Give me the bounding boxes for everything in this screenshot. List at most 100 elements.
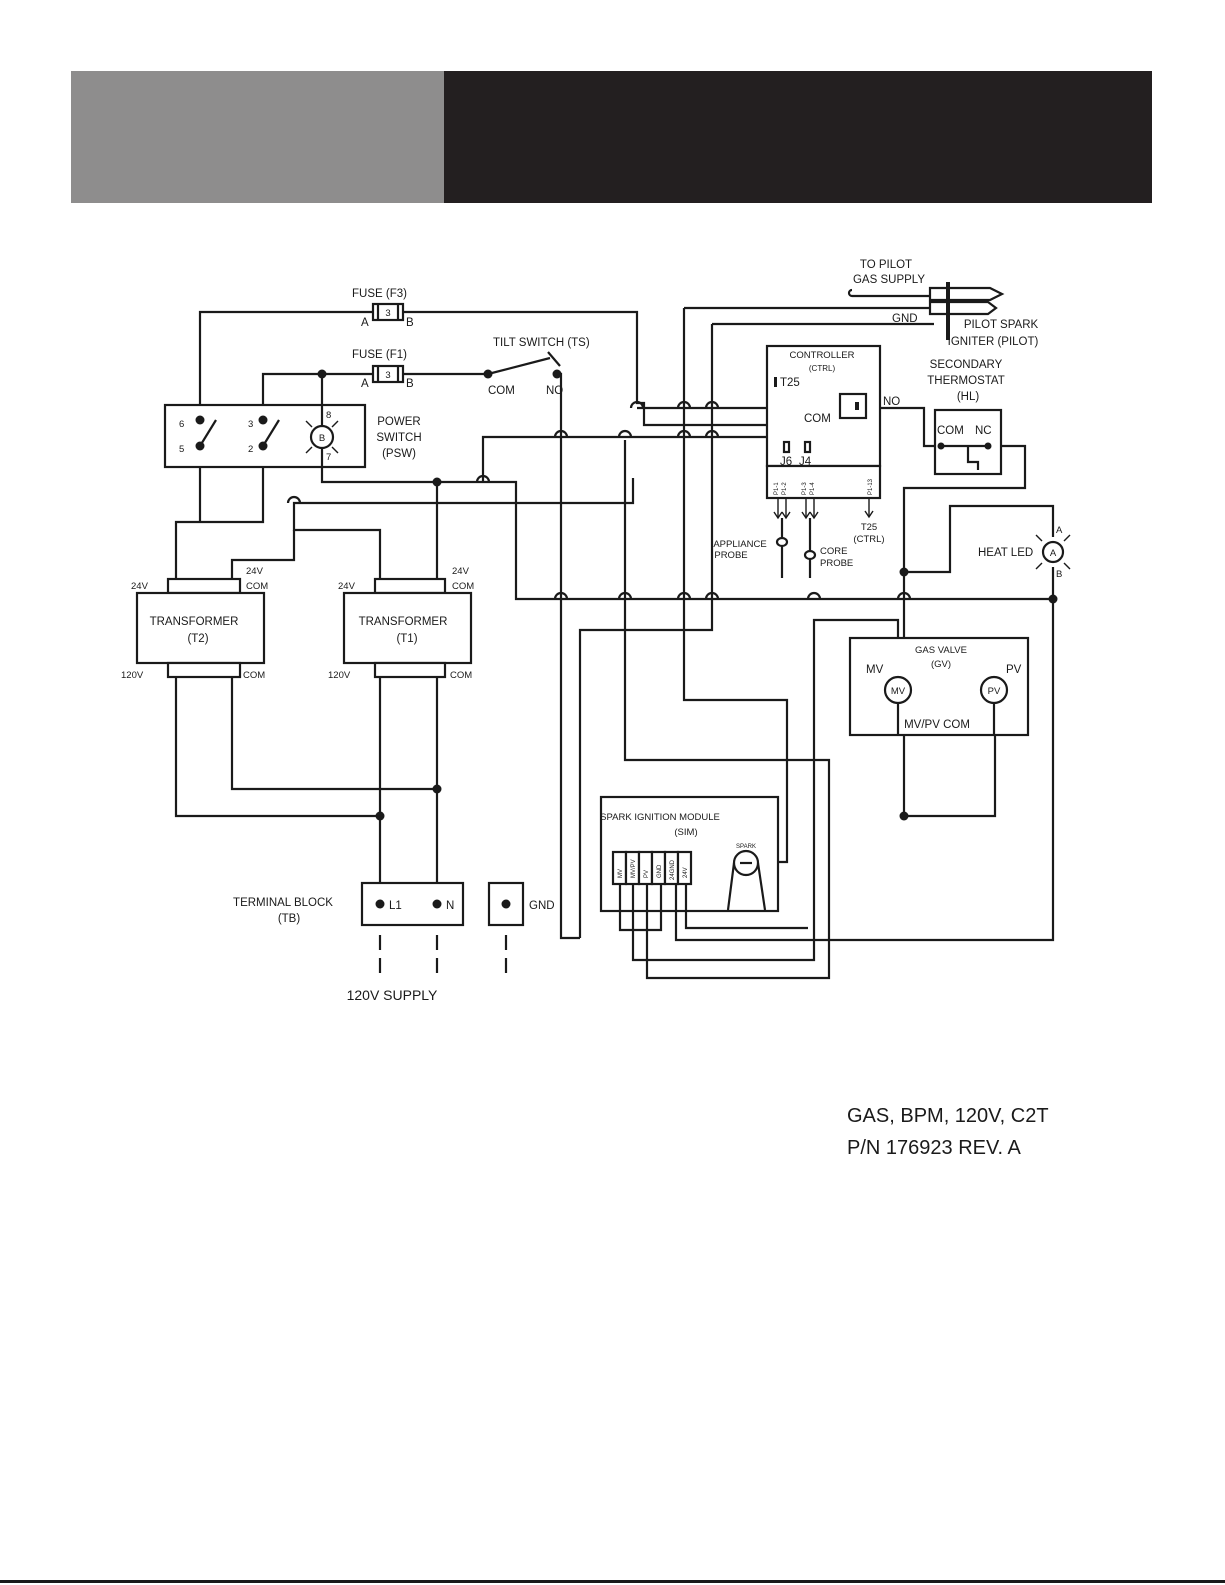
controller-p1-1: P1-1 (774, 482, 780, 495)
heat-led-label: HEAT LED (978, 547, 1033, 559)
fuse-f1-a: A (361, 378, 369, 390)
gas-valve-mv: MV (866, 664, 884, 676)
transformer-t2-name: TRANSFORMER (150, 616, 239, 628)
heat-led-b: B (1056, 569, 1062, 580)
heat-led-a: A (1056, 525, 1063, 536)
pilot-igniter-2: IGNITER (PILOT) (948, 336, 1039, 348)
terminal-block: L1 N GND TERMINAL BLOCK (TB) 120V SUPPLY (233, 881, 555, 1003)
pilot-gas-1: TO PILOT (860, 259, 912, 271)
transformer-t2-24v: 24V (131, 581, 149, 592)
sim-pin-mvpv: MV/PV (631, 859, 637, 878)
transformer-t1: TRANSFORMER (T1) 24V 24V COM 120V COM (328, 566, 474, 681)
transformer-t1-24vcom-2: COM (452, 581, 474, 592)
secondary-thermostat: COM NC SECONDARY THERMOSTAT (HL) (927, 359, 1005, 476)
transformer-t1-id: (T1) (396, 633, 417, 645)
tilt-switch-no: NO (546, 385, 563, 397)
power-switch-t5: 5 (179, 444, 184, 455)
power-switch-label-2: SWITCH (376, 432, 421, 444)
appliance-probe-1: APPLIANCE (713, 539, 766, 550)
footer-rule (0, 1580, 1225, 1583)
transformer-t2: TRANSFORMER (T2) 24V 24V COM 120V COM (121, 566, 268, 681)
thermostat-label-3: (HL) (957, 391, 980, 403)
tilt-switch: TILT SWITCH (TS) COM NO (483, 337, 590, 397)
terminal-gnd: GND (529, 900, 555, 912)
transformer-t2-id: (T2) (187, 633, 208, 645)
pilot-gnd: GND (892, 313, 918, 325)
gas-valve-label-2: (GV) (931, 659, 951, 670)
sim-pin-gnd: GND (657, 864, 663, 878)
controller-t25: T25 (780, 377, 800, 389)
pilot-igniter-1: PILOT SPARK (964, 319, 1039, 331)
gas-valve-pv: PV (1006, 664, 1022, 676)
power-switch: B 6 5 3 2 8 7 POWER SWITCH (PSW) (163, 403, 422, 469)
sim-label-1: SPARK IGNITION MODULE (600, 812, 720, 823)
tilt-switch-label: TILT SWITCH (TS) (493, 337, 590, 349)
gas-valve-pv-coil: PV (988, 686, 1001, 697)
transformer-t1-com: COM (450, 670, 472, 681)
supply-label: 120V SUPPLY (347, 987, 438, 1003)
transformer-t2-24vcom-2: COM (246, 581, 268, 592)
controller: CONTROLLER (CTRL) T25 COM NO J6 J4 P1-1 … (765, 344, 900, 500)
wire-crossings (286, 400, 912, 600)
power-switch-label-1: POWER (377, 416, 420, 428)
power-switch-t2: 2 (248, 444, 253, 455)
terminal-block-label-1: TERMINAL BLOCK (233, 897, 333, 909)
fuse-f3-a: A (361, 317, 369, 329)
fuse-f3-rating: 3 (385, 308, 390, 319)
controller-p1-2: P1-2 (782, 482, 788, 495)
power-switch-lamp: B (319, 433, 325, 444)
sim-spark: SPARK (736, 844, 756, 850)
power-switch-t8: 8 (326, 410, 331, 421)
heat-led-lamp: A (1050, 548, 1057, 559)
terminal-block-label-2: (TB) (278, 913, 301, 925)
gas-valve-com: MV/PV COM (904, 719, 970, 731)
transformer-t2-com: COM (243, 670, 265, 681)
fuse-f1-label: FUSE (F1) (352, 349, 407, 361)
fuse-f1-b: B (406, 378, 414, 390)
power-switch-label-3: (PSW) (382, 448, 416, 460)
t25-ctrl-2: (CTRL) (853, 534, 884, 545)
terminal-n: N (446, 900, 454, 912)
power-switch-t7: 7 (326, 452, 331, 463)
transformer-t1-24v: 24V (338, 581, 356, 592)
sim-pins: MV MV/PV PV GND 24GND 24V (611, 850, 693, 910)
controller-p1-4: P1-4 (810, 482, 816, 495)
model-info: GAS, BPM, 120V, C2T P/N 176923 REV. A (847, 1105, 1049, 1159)
fuse-f3-b: B (406, 317, 414, 329)
controller-label-1: CONTROLLER (790, 350, 855, 361)
model-line-2: P/N 176923 REV. A (847, 1137, 1021, 1159)
pilot-gas-2: GAS SUPPLY (853, 274, 925, 286)
sim-pin-mv: MV (618, 869, 624, 878)
gas-valve-mv-coil: MV (891, 686, 906, 697)
fuse-f1-rating: 3 (385, 370, 390, 381)
gas-valve-label-1: GAS VALVE (915, 645, 967, 656)
controller-com: COM (804, 413, 831, 425)
power-switch-t6: 6 (179, 419, 184, 430)
transformer-t2-120v: 120V (121, 670, 144, 681)
controller-p1-3: P1-3 (802, 482, 808, 495)
core-probe-1: CORE (820, 546, 847, 557)
sim-pin-24gnd: 24GND (670, 859, 676, 880)
header-banner-left (71, 71, 444, 203)
controller-p1-13: P1-13 (868, 478, 874, 495)
fuse-f3: 3 FUSE (F3) A B (352, 288, 414, 329)
sim-label-2: (SIM) (674, 827, 697, 838)
sim-pin-pv: PV (644, 870, 650, 878)
appliance-probe-2: PROBE (714, 550, 747, 561)
pilot-assembly: TO PILOT GAS SUPPLY GND PILOT SPARK IGNI… (847, 259, 1039, 348)
controller-no: NO (883, 396, 900, 408)
probes: APPLIANCE PROBE CORE PROBE T25 (CTRL) (713, 498, 885, 578)
sim-pin-24v: 24V (683, 867, 689, 878)
tilt-switch-com: COM (488, 385, 515, 397)
terminal-l1: L1 (389, 900, 402, 912)
controller-j4: J4 (799, 456, 812, 468)
fuse-f1: 3 FUSE (F1) A B (352, 349, 414, 390)
junction-dots (317, 369, 1058, 821)
thermostat-nc: NC (975, 425, 992, 437)
core-probe-2: PROBE (820, 558, 853, 569)
thermostat-label-2: THERMOSTAT (927, 375, 1005, 387)
power-switch-t3: 3 (248, 419, 253, 430)
gas-valve: MV PV GAS VALVE (GV) MV PV MV/PV COM (848, 636, 1030, 737)
transformer-t1-120v: 120V (328, 670, 351, 681)
